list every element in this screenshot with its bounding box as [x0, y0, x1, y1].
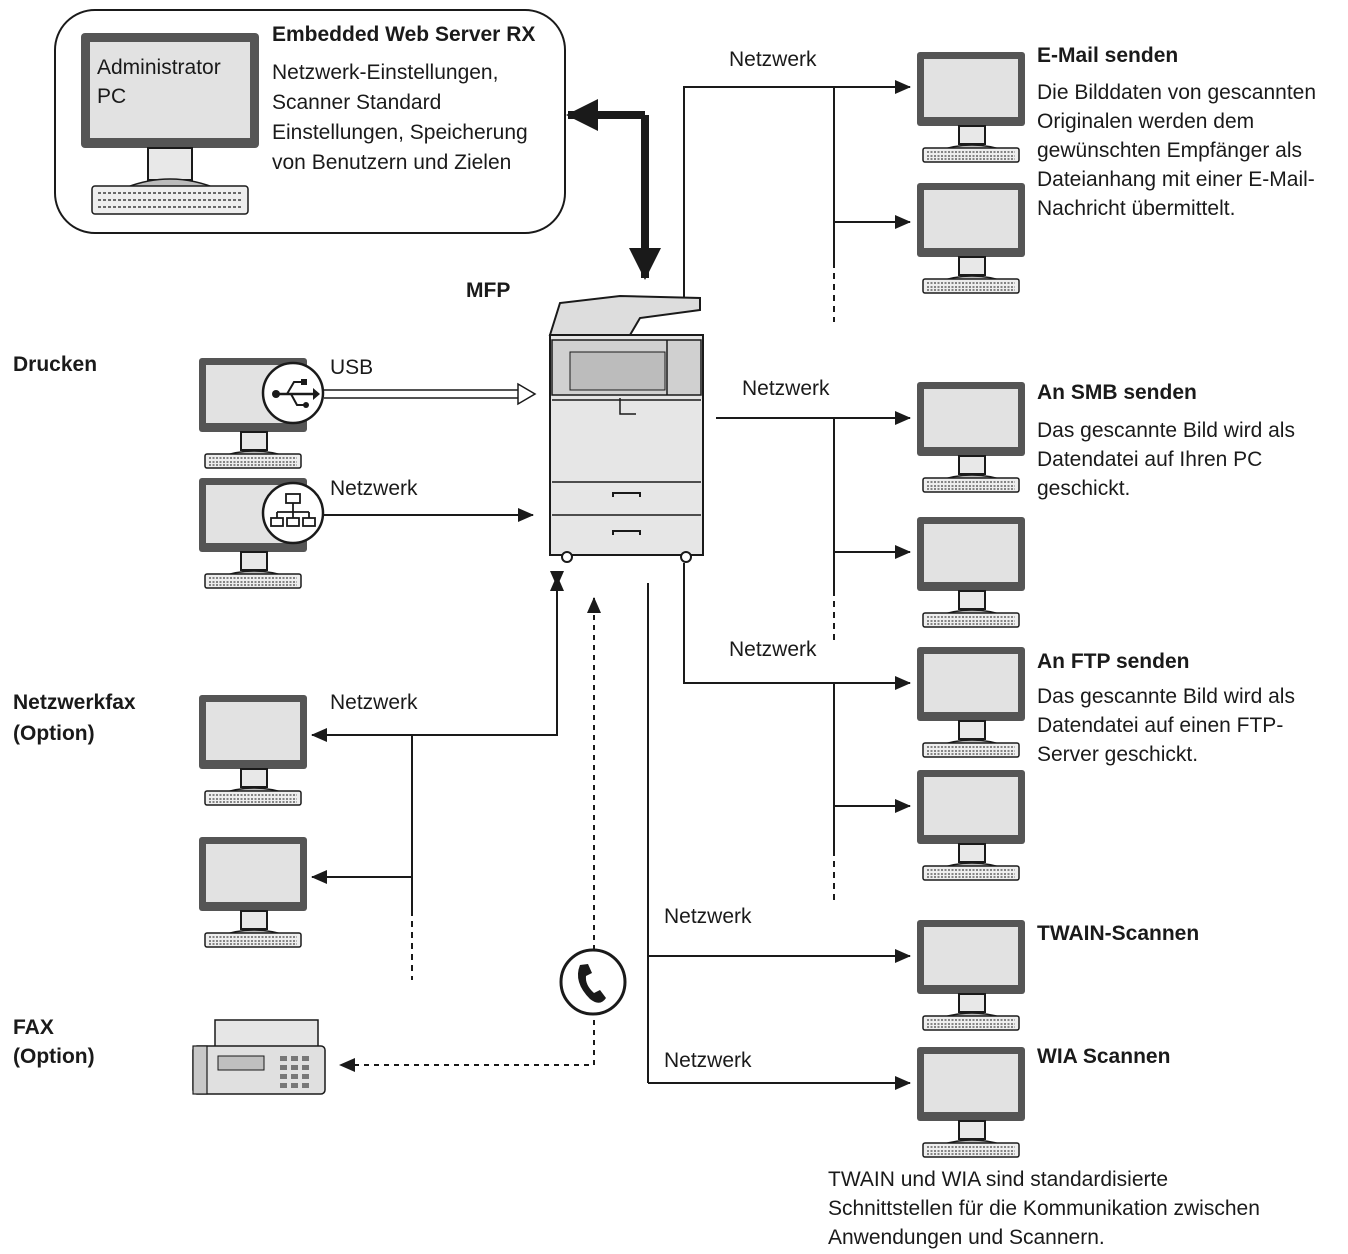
email-pc-2 [916, 182, 1026, 294]
twain-title: TWAIN-Scannen [1037, 922, 1200, 945]
ftp-pc-2 [916, 769, 1026, 881]
wia-network-label: Netzwerk [664, 1049, 752, 1072]
mfp-label: MFP [466, 279, 511, 302]
netfax-title: Netzwerkfax (Option) [13, 691, 136, 745]
twain-pc [916, 919, 1026, 1031]
phone-icon [559, 948, 627, 1016]
smb-pc-2 [916, 516, 1026, 628]
smb-title: An SMB senden [1037, 381, 1197, 404]
ftp-title: An FTP senden [1037, 650, 1190, 673]
netfax-pc-1 [198, 694, 308, 806]
print-network-label: Netzwerk [330, 477, 418, 500]
email-title: E-Mail senden [1037, 44, 1179, 67]
email-pc-1 [916, 51, 1026, 163]
email-network-label: Netzwerk [729, 48, 817, 71]
ftp-network-label: Netzwerk [729, 638, 817, 661]
twain-network-label: Netzwerk [664, 905, 752, 928]
footnote: TWAIN und WIA sind standardisierte Schni… [828, 1168, 1260, 1249]
usb-arrow [324, 382, 537, 406]
netfax-arrow-top [311, 586, 558, 742]
usb-icon [261, 361, 325, 425]
fax-title: FAX (Option) [13, 1016, 95, 1068]
admin-settings-text: Netzwerk-Einstellungen, Scanner Standard… [272, 61, 528, 174]
admin-pc-label: Administrator PC [97, 56, 221, 108]
email-description: Die Bilddaten von gescannten Originalen … [1037, 81, 1317, 220]
wia-title: WIA Scannen [1037, 1045, 1171, 1068]
fax-machine [192, 1019, 326, 1095]
ftp-arrow-1 [683, 563, 911, 690]
wia-pc [916, 1046, 1026, 1158]
smb-description: Das gescannte Bild wird als Datendatei a… [1037, 419, 1295, 500]
print-title: Drucken [13, 353, 98, 376]
ftp-pc-1 [916, 646, 1026, 758]
mfp-device [548, 294, 704, 563]
email-arrow-1 [683, 80, 911, 297]
fax-line-left [339, 1010, 595, 1072]
smb-pc-1 [916, 381, 1026, 493]
smb-network-label: Netzwerk [742, 377, 830, 400]
admin-title: Embedded Web Server RX [272, 23, 536, 46]
ftp-description: Das gescannte Bild wird als Datendatei a… [1037, 685, 1295, 766]
admin-pc [81, 33, 259, 215]
netfax-network-label: Netzwerk [330, 691, 418, 714]
print-usb-label: USB [330, 356, 374, 379]
network-icon [261, 481, 325, 545]
netfax-pc-2 [198, 836, 308, 948]
